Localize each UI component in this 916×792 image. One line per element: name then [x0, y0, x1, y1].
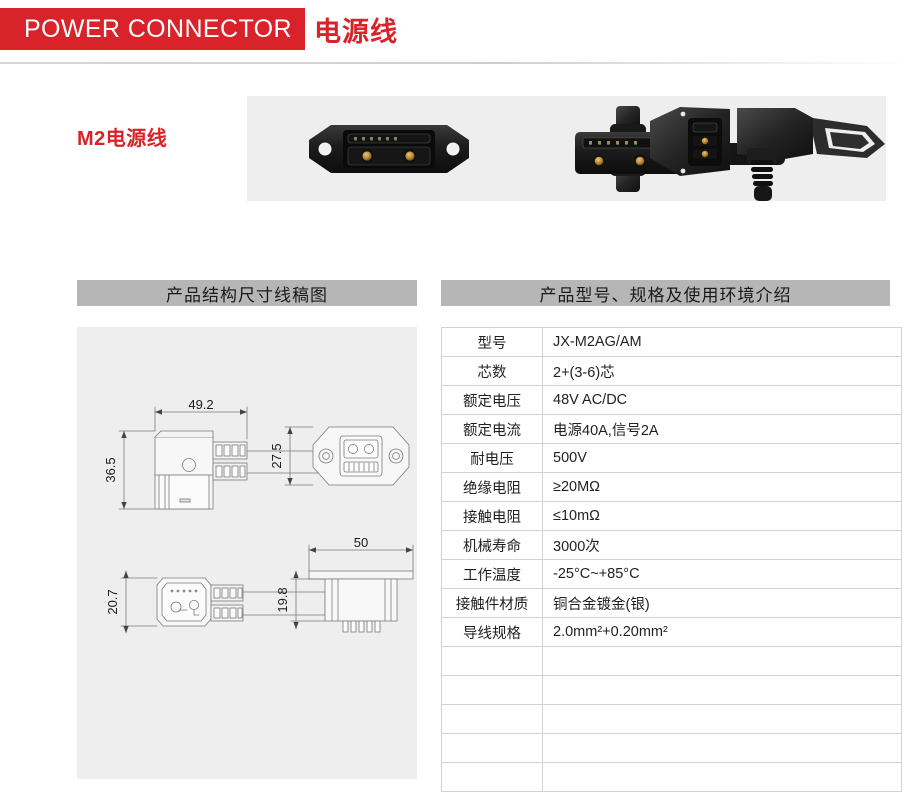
- spec-value: ≥20MΩ: [542, 472, 902, 502]
- spec-value: [542, 733, 902, 763]
- product-name: M2电源线: [77, 128, 168, 150]
- dim-label-49-2: 49.2: [188, 397, 213, 412]
- spec-key: 接触电阻: [441, 501, 543, 531]
- view-plug-top: [120, 570, 326, 634]
- table-row: [441, 762, 902, 792]
- header-divider: [0, 62, 916, 64]
- photo-right-angle-plug: [737, 108, 885, 201]
- spec-value: -25°C~+85°C: [542, 559, 902, 589]
- spec-key: 型号: [441, 327, 543, 357]
- product-photo-band: [247, 96, 886, 201]
- table-row: [441, 733, 902, 763]
- spec-value: [542, 646, 902, 676]
- section-header-spec: 产品型号、规格及使用环境介绍: [441, 280, 890, 306]
- spec-value: [542, 704, 902, 734]
- dim-label-36-5: 36.5: [103, 457, 118, 482]
- spec-key: [441, 646, 543, 676]
- header-title-cn: 电源线: [314, 16, 398, 47]
- spec-value: 48V AC/DC: [542, 385, 902, 415]
- table-row: [441, 646, 902, 676]
- dim-label-19-8: 19.8: [275, 587, 290, 612]
- table-row: 额定电流电源40A,信号2A: [441, 414, 902, 444]
- spec-value: 500V: [542, 443, 902, 473]
- spec-key: 导线规格: [441, 617, 543, 647]
- table-row: 绝缘电阻≥20MΩ: [441, 472, 902, 502]
- spec-value: 2.0mm²+0.20mm²: [542, 617, 902, 647]
- spec-key: 耐电压: [441, 443, 543, 473]
- header-title-en: POWER CONNECTOR: [23, 14, 292, 43]
- spec-value: 铜合金镀金(银): [542, 588, 902, 618]
- spec-value: [542, 762, 902, 792]
- table-row: [441, 675, 902, 705]
- spec-key: 额定电流: [441, 414, 543, 444]
- technical-drawing-svg: 49.2 36.5 27.5 20.7 50 19.8: [103, 397, 414, 634]
- table-row: 接触件材质铜合金镀金(银): [441, 588, 902, 618]
- spec-value: 电源40A,信号2A: [542, 414, 902, 444]
- view-receptacle-front: [284, 426, 410, 486]
- spec-key: 机械寿命: [441, 530, 543, 560]
- spec-key: 额定电压: [441, 385, 543, 415]
- spec-value: [542, 675, 902, 705]
- view-plug-side: [118, 406, 328, 510]
- spec-value: ≤10mΩ: [542, 501, 902, 531]
- section-header-drawing: 产品结构尺寸线稿图: [77, 280, 417, 306]
- spec-value: 3000次: [542, 530, 902, 560]
- dim-label-20-7: 20.7: [105, 589, 120, 614]
- photo-panel-receptacle: [309, 125, 469, 173]
- spec-key: 绝缘电阻: [441, 472, 543, 502]
- table-row: 接触电阻≤10mΩ: [441, 501, 902, 531]
- spec-key: [441, 733, 543, 763]
- table-row: [441, 704, 902, 734]
- spec-key: [441, 704, 543, 734]
- spec-key: 工作温度: [441, 559, 543, 589]
- spec-key: 接触件材质: [441, 588, 543, 618]
- dim-label-27-5: 27.5: [269, 443, 284, 468]
- spec-value: JX-M2AG/AM: [542, 327, 902, 357]
- dim-label-50: 50: [354, 535, 368, 550]
- table-row: 工作温度-25°C~+85°C: [441, 559, 902, 589]
- drawing-panel: 49.2 36.5 27.5 20.7 50 19.8: [77, 327, 417, 779]
- spec-key: 芯数: [441, 356, 543, 386]
- spec-value: 2+(3-6)芯: [542, 356, 902, 386]
- photo-receptacle-angled-body: [650, 107, 730, 176]
- header-red-block: [0, 8, 305, 50]
- product-photos-svg: [309, 106, 885, 201]
- view-receptacle-side: [290, 544, 414, 633]
- spec-key: [441, 762, 543, 792]
- page-header: POWER CONNECTOR 电源线: [0, 8, 916, 56]
- spec-key: [441, 675, 543, 705]
